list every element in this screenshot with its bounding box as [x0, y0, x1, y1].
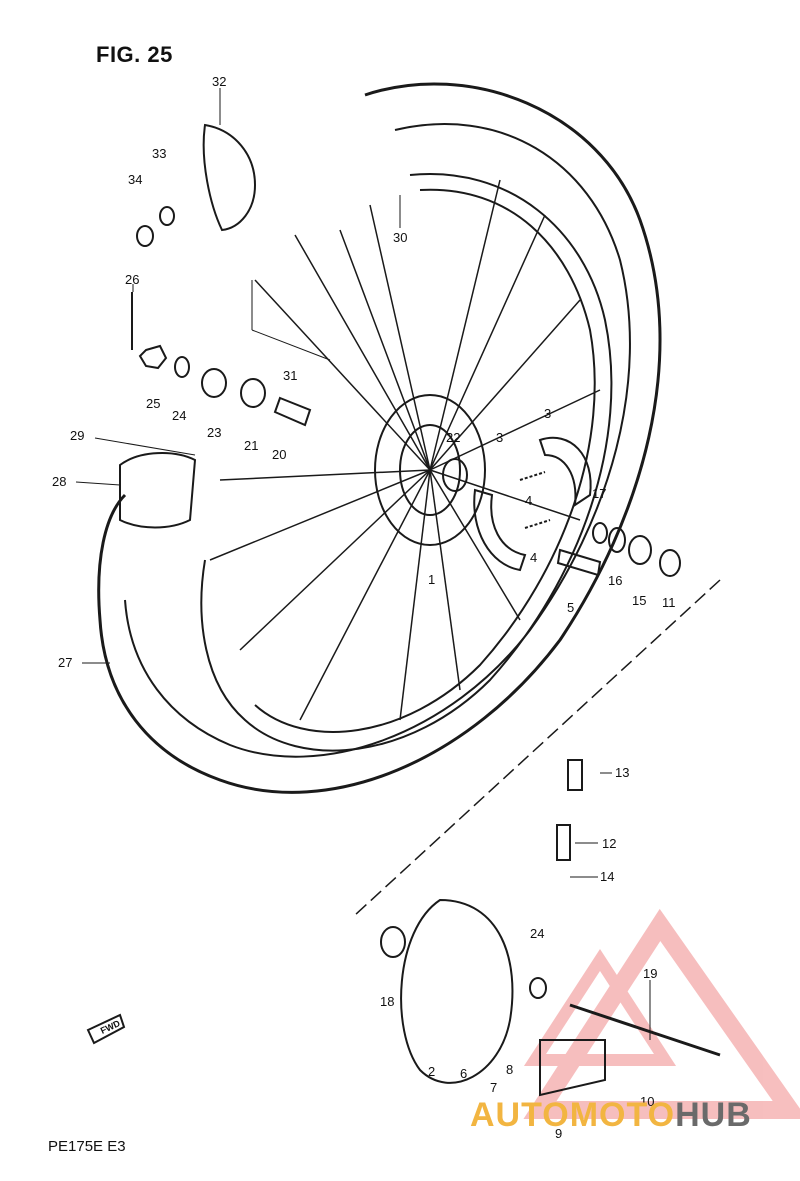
- callout-4b: 4: [530, 550, 538, 565]
- callout-23: 23: [207, 425, 222, 440]
- callout-32: 32: [212, 74, 227, 89]
- callout-18: 18: [380, 994, 395, 1009]
- callout-34: 34: [128, 172, 143, 187]
- watermark-triangle: [523, 908, 800, 1119]
- callout-24: 24: [172, 408, 187, 423]
- callout-10: 10: [640, 1094, 655, 1109]
- callout-28: 28: [52, 474, 67, 489]
- washer-33: [159, 206, 175, 226]
- seal-18: [380, 926, 406, 958]
- fwd-arrow-icon: [86, 1013, 126, 1045]
- spring-4a: [519, 471, 546, 481]
- callout-26: 26: [125, 272, 140, 287]
- tube-28: [119, 452, 197, 529]
- seal-15: [628, 535, 652, 565]
- callout-2: 2: [428, 1064, 436, 1079]
- callout-5: 5: [567, 600, 575, 615]
- cam-5: [556, 548, 602, 577]
- washer-24: [174, 356, 190, 378]
- callout-33: 33: [152, 146, 167, 161]
- callout-3b: 3: [496, 430, 504, 445]
- washer-17: [592, 522, 608, 544]
- callout-11: 11: [662, 595, 676, 610]
- callout-13: 13: [615, 765, 630, 780]
- callout-14: 14: [600, 869, 615, 884]
- callout-27: 27: [58, 655, 73, 670]
- callout-20: 20: [272, 447, 287, 462]
- callout-19: 19: [643, 966, 658, 981]
- callout-8: 8: [506, 1062, 514, 1077]
- callout-31: 31: [283, 368, 298, 383]
- gear-12: [556, 824, 571, 861]
- watermark-part1: AUTO: [470, 1096, 570, 1134]
- hub: [374, 394, 486, 546]
- watermark-text: AUTOMOTOHUB: [470, 1096, 752, 1135]
- figure-title: FIG. 25: [96, 42, 173, 67]
- callout-9: 9: [555, 1126, 563, 1141]
- nut-25: [138, 344, 168, 370]
- callout-4a: 4: [525, 493, 533, 508]
- spring-4b: [524, 519, 551, 529]
- washer-16: [608, 527, 626, 553]
- callout-29: 29: [70, 428, 85, 443]
- gear-13: [567, 759, 583, 791]
- watermark-part2: MOTO: [569, 1096, 676, 1134]
- watermark-part3: HUB: [675, 1096, 752, 1134]
- callout-12: 12: [602, 836, 617, 851]
- spacer-23: [201, 368, 227, 398]
- spokes-31: [209, 179, 601, 721]
- callout-15: 15: [632, 593, 647, 608]
- callout-7: 7: [490, 1080, 498, 1095]
- brake-panel-2: [400, 898, 514, 1084]
- callout-22: 22: [446, 430, 461, 445]
- bearing-21: [240, 378, 266, 408]
- model-code: PE175E E3: [48, 1138, 126, 1155]
- callout-17: 17: [592, 486, 607, 501]
- callout-16: 16: [608, 573, 623, 588]
- brake-arm-10: [539, 1039, 606, 1097]
- callout-30: 30: [393, 230, 408, 245]
- callout-25: 25: [146, 396, 161, 411]
- brake-shoe-3a: [538, 436, 592, 508]
- seal-11: [659, 549, 681, 577]
- tire-27: [97, 82, 662, 794]
- callout-24b: 24: [530, 926, 545, 941]
- callout-1: 1: [428, 572, 436, 587]
- callout-6: 6: [460, 1066, 468, 1081]
- nut-34: [136, 225, 154, 247]
- callout-21: 21: [244, 438, 259, 453]
- brake-shoe-3b: [473, 488, 527, 572]
- rim-30: [200, 173, 613, 752]
- brake-panel-32: [202, 123, 257, 232]
- spacer-20: [273, 396, 312, 427]
- callout-3a: 3: [544, 406, 552, 421]
- axle-19: [569, 1003, 721, 1057]
- washer-24b: [529, 977, 547, 999]
